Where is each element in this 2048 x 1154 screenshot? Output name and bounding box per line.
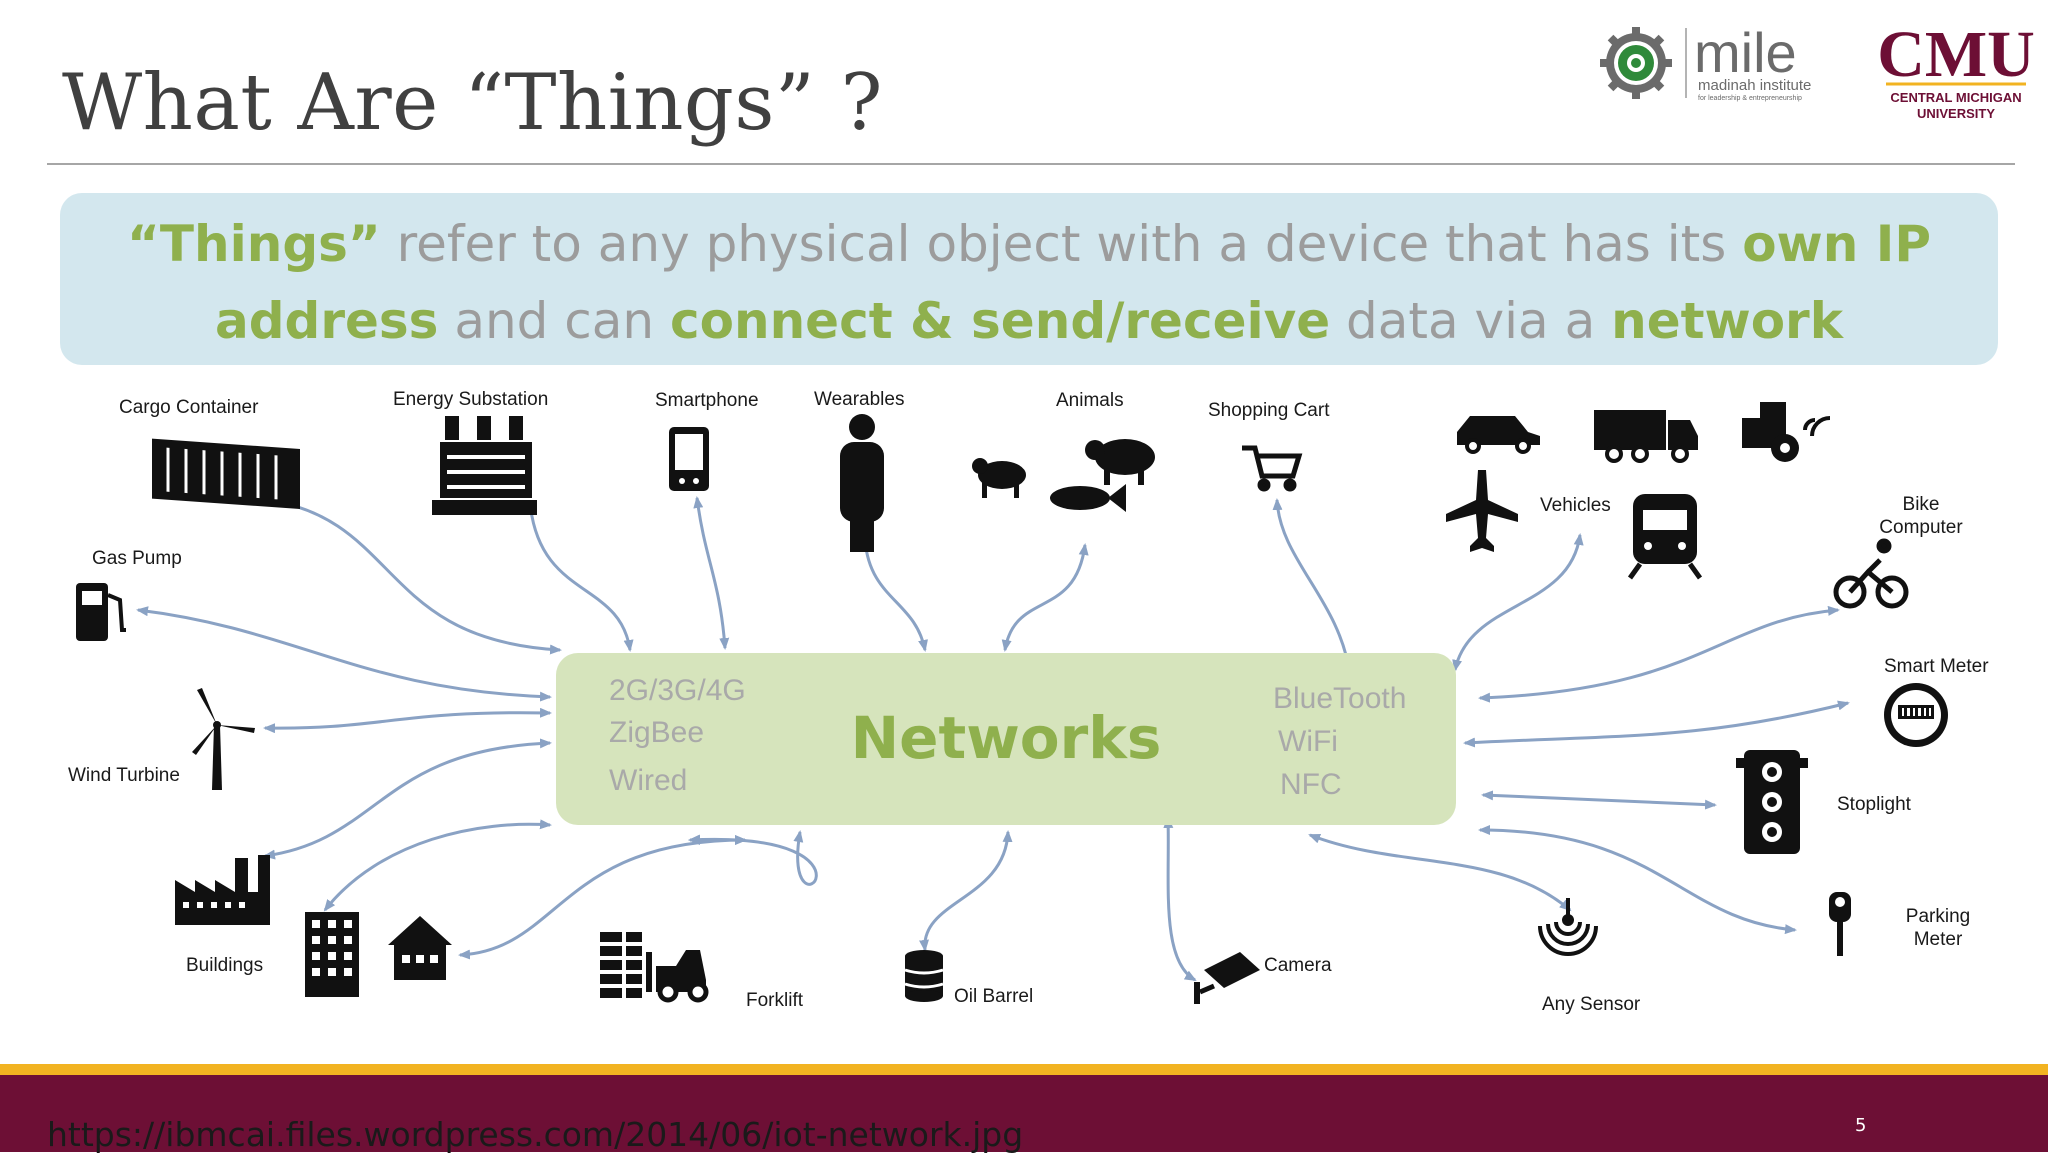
connector-bike <box>1478 605 1840 703</box>
pig-icon <box>1085 439 1155 485</box>
connector-wind <box>263 707 552 734</box>
factory-icon <box>175 855 270 925</box>
connector-buildings <box>263 738 552 860</box>
connector-camera <box>1163 816 1197 982</box>
mile-logo-name: mile <box>1694 21 1797 84</box>
network-wired: Wired <box>609 764 687 797</box>
connector-sensor <box>1308 833 1572 912</box>
footer-accent-stripe <box>0 1064 2048 1075</box>
cow-icon <box>972 458 1026 498</box>
networks-box <box>556 653 1456 825</box>
label-any-sensor: Any Sensor <box>1542 994 1641 1015</box>
airplane-icon <box>1446 470 1518 552</box>
cmu-logo-name: CMU <box>1877 18 2035 91</box>
label-animals: Animals <box>1056 390 1124 411</box>
connector-gas <box>136 606 552 702</box>
footer-band: https://ibmcai.files.wordpress.com/2014/… <box>0 1075 2048 1154</box>
house-icon <box>388 916 452 980</box>
sensor-icon <box>1538 898 1598 956</box>
label-smart-meter: Smart Meter <box>1884 656 1989 677</box>
connector-smartphone <box>693 496 730 650</box>
car-icon <box>1457 416 1540 454</box>
definition-box <box>60 193 1998 365</box>
label-wearables: Wearables <box>814 389 904 410</box>
label-camera: Camera <box>1264 955 1332 976</box>
connector-house <box>458 835 747 960</box>
label-stoplight: Stoplight <box>1837 794 1912 815</box>
tractor-icon <box>1742 402 1831 462</box>
label-oil-barrel: Oil Barrel <box>954 986 1033 1007</box>
person-icon <box>840 414 884 552</box>
forklift-icon <box>600 932 709 1003</box>
connector-cart <box>1272 498 1354 677</box>
shopping-cart-icon <box>1242 445 1303 492</box>
connector-animals <box>1001 543 1089 652</box>
gear-icon <box>1600 27 1672 99</box>
connector-factory <box>323 819 552 912</box>
mile-logo-line2: for leadership & entrepreneurship <box>1698 95 1802 102</box>
connector-wearables <box>860 538 928 652</box>
connector-barrel <box>919 830 1013 952</box>
parking-meter-icon <box>1829 892 1851 956</box>
cargo-container-icon <box>152 438 300 509</box>
slide-number: 5 <box>1855 1115 1867 1136</box>
gas-pump-icon <box>76 583 126 641</box>
network-zigbee: ZigBee <box>609 716 704 749</box>
fish-icon <box>1050 484 1126 512</box>
connector-stoplight <box>1481 790 1717 810</box>
connector-vehicles <box>1452 533 1584 672</box>
energy-substation-icon <box>432 416 537 515</box>
label-energy-substation: Energy Substation <box>393 389 548 410</box>
slide-title: What Are “Things” ? <box>62 58 883 148</box>
connectors <box>136 496 1850 982</box>
label-smartphone: Smartphone <box>655 390 759 411</box>
cmu-logo-line1: CENTRAL MICHIGAN <box>1890 90 2021 105</box>
truck-icon <box>1594 410 1698 463</box>
definition-line2: address and can connect & send/receive d… <box>215 292 1845 350</box>
connector-cargo <box>266 496 562 655</box>
connector-forklift <box>688 830 818 886</box>
label-shopping-cart: Shopping Cart <box>1208 400 1330 421</box>
label-gas-pump: Gas Pump <box>92 548 182 569</box>
connector-substation <box>526 501 634 652</box>
label-wind-turbine: Wind Turbine <box>68 765 180 786</box>
office-building-icon <box>305 912 359 997</box>
label-vehicles: Vehicles <box>1540 495 1611 516</box>
traffic-light-icon <box>1736 750 1808 854</box>
title-divider <box>47 163 2015 165</box>
iot-diagram: “Things” refer to any physical object wi… <box>60 193 1998 1015</box>
bicycle-icon <box>1833 538 1909 609</box>
wind-turbine-icon <box>192 688 255 790</box>
mile-logo: mile madinah institute for leadership & … <box>1600 21 1811 102</box>
security-camera-icon <box>1194 952 1260 1004</box>
network-bluetooth: BlueTooth <box>1273 682 1406 715</box>
label-forklift: Forklift <box>746 990 804 1011</box>
oil-barrel-icon <box>904 950 944 1002</box>
networks-title: Networks <box>851 704 1162 772</box>
label-cargo-container: Cargo Container <box>119 397 259 418</box>
train-icon <box>1627 494 1703 580</box>
cmu-logo-line2: UNIVERSITY <box>1917 106 1995 121</box>
slide-footer: https://ibmcai.files.wordpress.com/2014/… <box>0 1064 2048 1154</box>
label-buildings: Buildings <box>186 955 263 976</box>
smartphone-icon <box>669 427 709 491</box>
cmu-logo: CMU CENTRAL MICHIGAN UNIVERSITY <box>1877 18 2035 121</box>
definition-line1: “Things” refer to any physical object wi… <box>127 215 1931 273</box>
smart-meter-icon <box>1884 683 1948 747</box>
network-2g3g4g: 2G/3G/4G <box>609 674 746 707</box>
network-wifi: WiFi <box>1278 725 1338 758</box>
source-url: https://ibmcai.files.wordpress.com/2014/… <box>47 1115 1024 1154</box>
network-nfc: NFC <box>1280 768 1342 801</box>
mile-logo-line1: madinah institute <box>1698 77 1811 94</box>
connector-smartmeter <box>1463 700 1850 748</box>
